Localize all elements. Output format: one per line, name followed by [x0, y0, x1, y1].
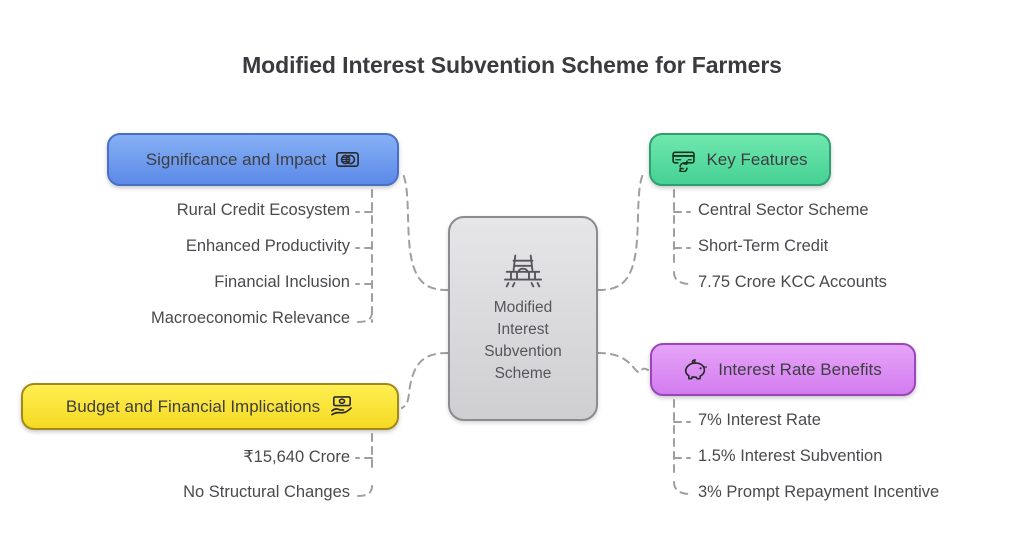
branch-node-interest-rate-benefits[interactable]: Interest Rate Benefits [650, 343, 916, 396]
leaf-item[interactable]: Short-Term Credit [698, 237, 829, 255]
bridge-icon [504, 254, 542, 287]
wire-budget-leaf-1 [357, 485, 373, 497]
branch-node-key-features[interactable]: Key Features [649, 133, 831, 186]
leaf-item[interactable]: Macroeconomic Relevance [150, 309, 350, 327]
leaf-item[interactable]: 1.5% Interest Subvention [698, 447, 883, 465]
page-title: Modified Interest Subvention Scheme for … [242, 52, 782, 78]
card-refresh-icon [672, 151, 696, 172]
piggy-bank-icon [685, 359, 708, 380]
wire-keyfeatures-leaf-2 [673, 271, 691, 285]
leaf-item[interactable]: ₹15,640 Crore [243, 448, 350, 466]
wire-interest-leaf-2 [673, 481, 691, 495]
branch-label-budget: Budget and Financial Implications [65, 396, 321, 416]
leaf-item[interactable]: 7.75 Crore KCC Accounts [698, 273, 887, 291]
banknote-icon [336, 151, 360, 168]
leaf-item[interactable]: Central Sector Scheme [698, 201, 869, 219]
branch-label-significance: Significance and Impact [145, 149, 327, 169]
wire-center-to-budget [401, 352, 449, 409]
center-node-label: Modified Interest Subvention Scheme [484, 298, 562, 382]
branch-label-interest-rate-benefits: Interest Rate Benefits [718, 359, 882, 379]
leaf-item[interactable]: No Structural Changes [183, 483, 350, 501]
leaf-item[interactable]: Enhanced Productivity [185, 237, 350, 255]
leaf-item[interactable]: Rural Credit Ecosystem [176, 201, 350, 219]
wire-significance-leaf-3 [357, 311, 373, 323]
leaf-item[interactable]: Financial Inclusion [214, 273, 350, 291]
branch-label-key-features: Key Features [706, 149, 808, 169]
wire-center-to-interest [597, 352, 649, 374]
branch-node-budget[interactable]: Budget and Financial Implications [21, 383, 399, 430]
branch-node-significance[interactable]: Significance and Impact [107, 133, 399, 186]
wire-center-to-keyfeatures [597, 171, 645, 291]
hand-money-icon [331, 396, 353, 416]
center-node[interactable]: Modified Interest Subvention Scheme [448, 216, 598, 421]
wire-center-to-significance [401, 171, 449, 291]
leaf-item[interactable]: 7% Interest Rate [698, 411, 821, 429]
leaf-item[interactable]: 3% Prompt Repayment Incentive [698, 483, 940, 501]
